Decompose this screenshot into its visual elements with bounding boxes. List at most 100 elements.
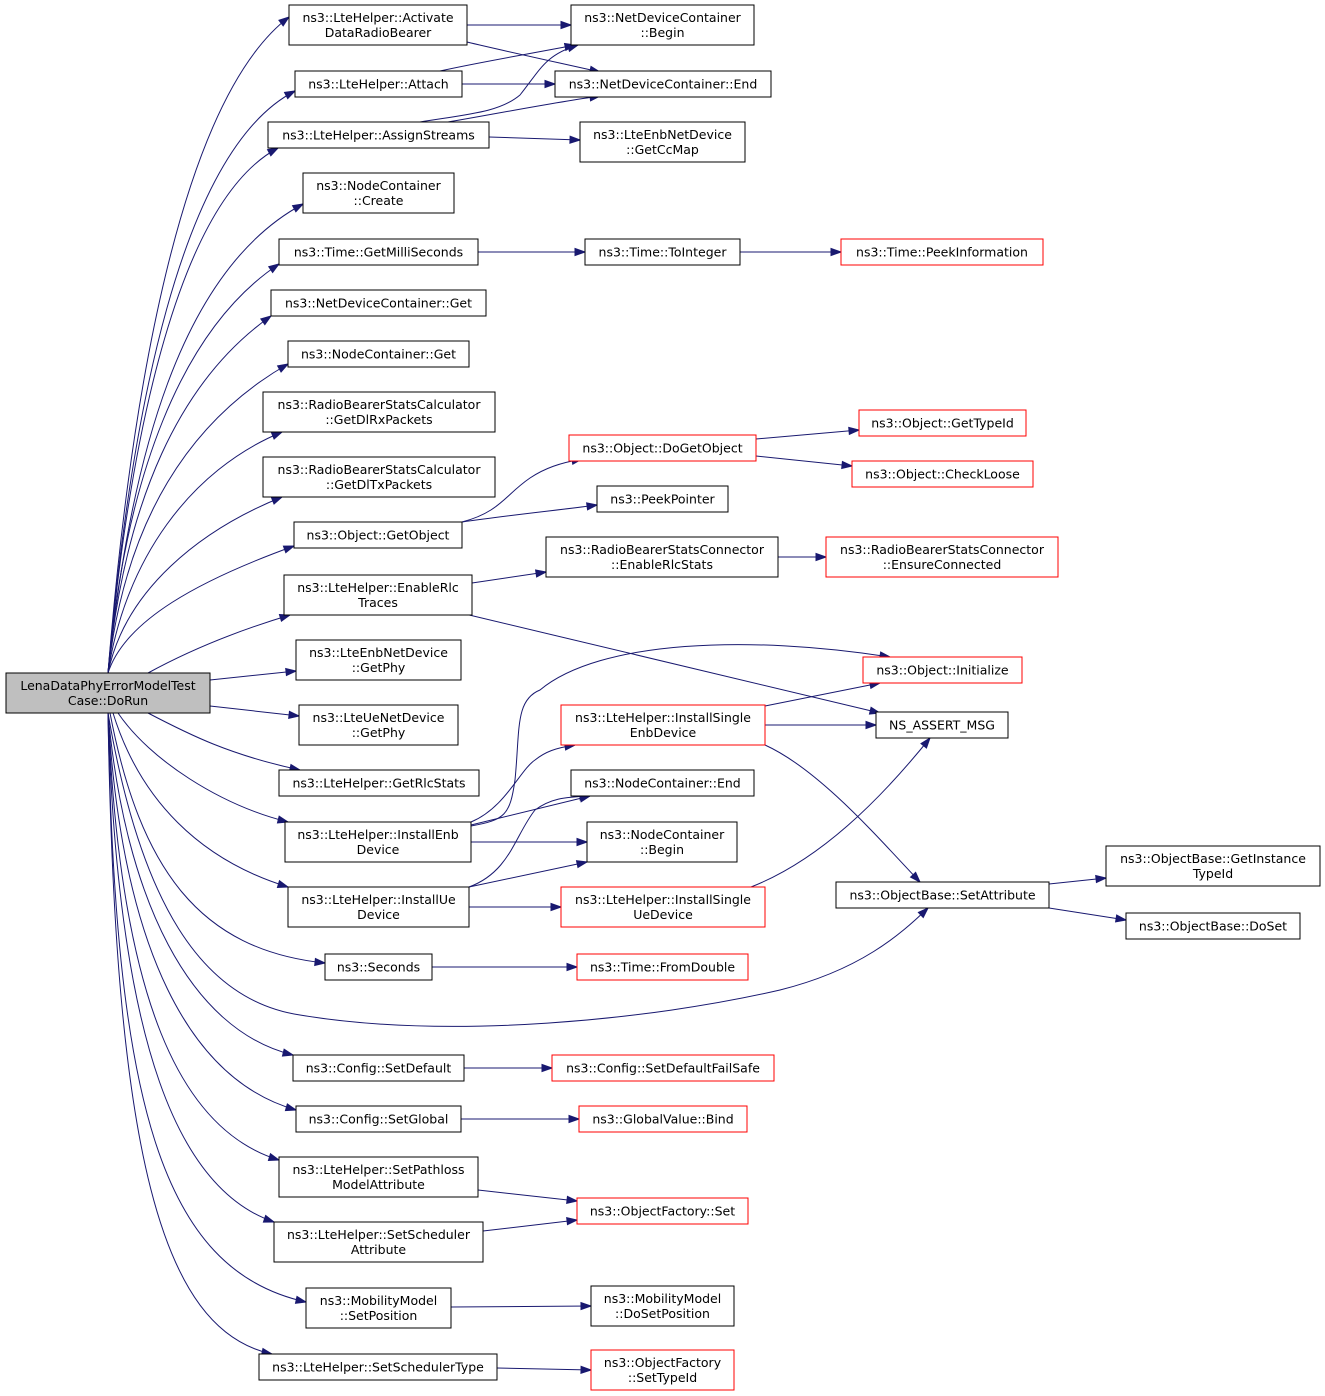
node-getrlcstats[interactable]: ns3::LteHelper::GetRlcStats — [278, 769, 480, 797]
node-of-set[interactable]: ns3::ObjectFactory::Set — [576, 1197, 749, 1225]
edge-root-to-enb_getphy — [209, 667, 298, 681]
node-label: ::EnableRlcStats — [611, 557, 713, 572]
node-label: ns3::LteHelper::SetSchedulerType — [272, 1360, 484, 1375]
node-nc-create[interactable]: ns3::NodeContainer::Create — [302, 172, 455, 214]
node-rbsc-ensure[interactable]: ns3::RadioBearerStatsConnector::EnsureCo… — [825, 536, 1059, 578]
node-dlrx[interactable]: ns3::RadioBearerStatsCalculator::GetDlRx… — [262, 391, 496, 433]
nodes-layer: LenaDataPhyErrorModelTestCase::DoRunns3:… — [5, 4, 1321, 1391]
edge-assign-to-getccmap — [488, 135, 582, 144]
node-ue-getphy[interactable]: ns3::LteUeNetDevice::GetPhy — [298, 704, 459, 746]
arrowhead-icon — [917, 906, 930, 919]
edge-attach-to-ndc_end — [462, 79, 557, 89]
node-peekinfo[interactable]: ns3::Time::PeekInformation — [840, 238, 1044, 266]
node-label: ::Begin — [640, 25, 684, 40]
node-dogetobject[interactable]: ns3::Object::DoGetObject — [568, 434, 757, 462]
node-getccmap[interactable]: ns3::LteEnbNetDevice::GetCcMap — [579, 121, 746, 163]
node-nc-begin[interactable]: ns3::NodeContainer::Begin — [586, 821, 738, 863]
node-label: ns3::LteHelper::EnableRlc — [297, 580, 459, 595]
edge-setglobal-to-gv_bind — [461, 1114, 581, 1124]
edges-layer — [107, 16, 1128, 1374]
node-checkloose[interactable]: ns3::Object::CheckLoose — [851, 460, 1034, 488]
node-label: Traces — [357, 595, 398, 610]
node-initialize[interactable]: ns3::Object::Initialize — [862, 656, 1023, 684]
node-setdefaultfailsafe[interactable]: ns3::Config::SetDefaultFailSafe — [551, 1054, 775, 1082]
node-label: ns3::Object::CheckLoose — [865, 467, 1020, 482]
node-ndc-begin[interactable]: ns3::NetDeviceContainer::Begin — [570, 4, 755, 46]
node-ns-assert[interactable]: NS_ASSERT_MSG — [875, 711, 1009, 739]
node-setglobal[interactable]: ns3::Config::SetGlobal — [295, 1105, 462, 1133]
node-mm-setpos[interactable]: ns3::MobilityModel::SetPosition — [305, 1287, 452, 1329]
node-label: ::GetPhy — [352, 725, 406, 740]
node-assign[interactable]: ns3::LteHelper::AssignStreams — [267, 121, 490, 149]
node-dltx[interactable]: ns3::RadioBearerStatsCalculator::GetDlTx… — [262, 456, 496, 498]
arrowhead-icon — [276, 363, 290, 373]
node-ndc-end[interactable]: ns3::NetDeviceContainer::End — [554, 70, 772, 98]
node-setschedtype[interactable]: ns3::LteHelper::SetSchedulerType — [258, 1353, 498, 1381]
edge-assign-to-ndc_end — [447, 93, 602, 123]
node-label: ns3::Object::DoGetObject — [582, 441, 742, 456]
arrowhead-icon — [276, 815, 290, 824]
node-of-settypeid[interactable]: ns3::ObjectFactory::SetTypeId — [590, 1349, 735, 1391]
arrowhead-icon — [267, 263, 281, 274]
edge-ob_setattr-to-ob_doset — [1048, 907, 1128, 923]
arrowhead-icon — [568, 1114, 581, 1124]
node-label: ns3::NodeContainer::End — [584, 776, 740, 791]
edge-enablerlc-to-ns_assert — [464, 613, 882, 715]
node-getobject[interactable]: ns3::Object::GetObject — [293, 521, 463, 549]
arrowhead-icon — [270, 496, 284, 505]
edge-setpathloss-to-of_set — [477, 1189, 579, 1205]
edge-getms-to-tointeger — [478, 247, 587, 257]
node-label: ns3::ObjectBase::GetInstance — [1120, 851, 1306, 866]
node-label: ::Create — [354, 193, 404, 208]
node-rbsc-enable[interactable]: ns3::RadioBearerStatsConnector::EnableRl… — [545, 536, 779, 578]
node-gv-bind[interactable]: ns3::GlobalValue::Bind — [578, 1105, 748, 1133]
edge-root-to-assign — [107, 147, 280, 674]
node-attach[interactable]: ns3::LteHelper::Attach — [294, 70, 463, 98]
node-gettypeid[interactable]: ns3::Object::GetTypeId — [858, 409, 1027, 437]
node-label: Case::DoRun — [68, 693, 148, 708]
edge-root-to-getobject — [107, 545, 296, 674]
edge-attach-to-ndc_begin — [439, 42, 577, 72]
arrowhead-icon — [283, 90, 297, 100]
arrowhead-icon — [314, 957, 327, 967]
node-ndc-get[interactable]: ns3::NetDeviceContainer::Get — [270, 289, 487, 317]
node-enb-getphy[interactable]: ns3::LteEnbNetDevice::GetPhy — [295, 639, 462, 681]
node-ob-doset[interactable]: ns3::ObjectBase::DoSet — [1125, 912, 1301, 940]
node-fromdouble[interactable]: ns3::Time::FromDouble — [576, 953, 749, 981]
node-setdefault[interactable]: ns3::Config::SetDefault — [292, 1054, 465, 1082]
node-mm-dosetpos[interactable]: ns3::MobilityModel::DoSetPosition — [590, 1285, 735, 1327]
node-peekpointer[interactable]: ns3::PeekPointer — [596, 485, 729, 513]
node-label: ns3::LteEnbNetDevice — [309, 645, 448, 660]
node-ob-setattr[interactable]: ns3::ObjectBase::SetAttribute — [835, 881, 1050, 909]
node-setpathloss[interactable]: ns3::LteHelper::SetPathlossModelAttribut… — [278, 1156, 479, 1198]
node-nc-get[interactable]: ns3::NodeContainer::Get — [287, 340, 470, 368]
arrowhead-icon — [262, 1214, 276, 1223]
node-getms[interactable]: ns3::Time::GetMilliSeconds — [278, 238, 479, 266]
arrowhead-icon — [281, 1048, 295, 1057]
edge-root-to-getrlcstats — [147, 712, 302, 772]
arrowhead-icon — [267, 1152, 281, 1161]
edge-install_ue-to-nc_begin — [468, 860, 589, 888]
arrowhead-icon — [575, 860, 589, 869]
arrowhead-icon — [865, 720, 878, 730]
node-tointeger[interactable]: ns3::Time::ToInteger — [584, 238, 741, 266]
node-label: ::EnsureConnected — [883, 557, 1002, 572]
node-label: ns3::RadioBearerStatsCalculator — [278, 462, 482, 477]
node-label: ns3::Time::PeekInformation — [856, 245, 1028, 260]
node-label: ns3::Object::Initialize — [876, 663, 1009, 678]
node-label: TypeId — [1192, 866, 1233, 881]
node-nc-end[interactable]: ns3::NodeContainer::End — [570, 769, 755, 797]
node-label: ns3::ObjectFactory::Set — [590, 1204, 735, 1219]
edge-root-to-setglobal — [107, 712, 298, 1112]
node-seconds[interactable]: ns3::Seconds — [324, 953, 433, 981]
node-label: Device — [357, 907, 400, 922]
